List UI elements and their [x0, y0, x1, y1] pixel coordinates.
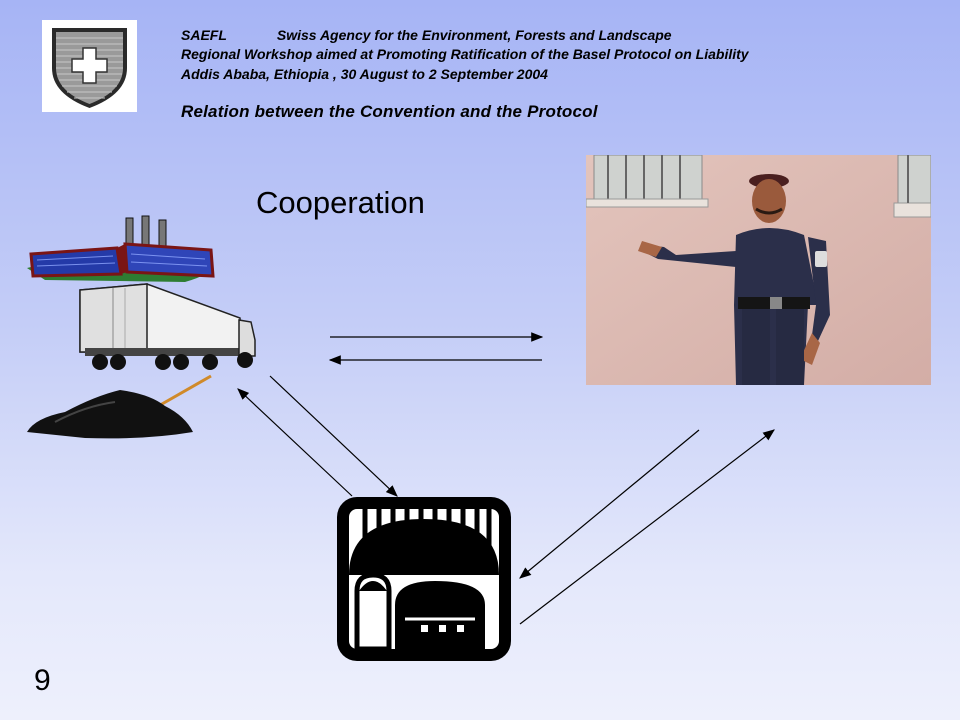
swiss-shield-icon — [52, 28, 127, 108]
institution-building-illustration — [335, 495, 513, 663]
arrow-institution-to-authority — [519, 429, 775, 625]
header-line-org: SAEFL Swiss Agency for the Environment, F… — [181, 27, 672, 43]
factory-truck-waste-icon — [27, 215, 256, 439]
swiss-shield-logo — [42, 20, 137, 112]
police-officer-image — [586, 155, 931, 385]
slide-subtitle: Relation between the Convention and the … — [181, 102, 598, 121]
arrow-industry-to-institution — [269, 375, 398, 497]
arrow-institution-to-industry — [237, 388, 353, 497]
header-line-workshop: Regional Workshop aimed at Promoting Rat… — [181, 46, 749, 62]
arrow-authority-to-institution — [519, 429, 700, 579]
police-officer-photo — [586, 155, 931, 385]
org-abbr: SAEFL — [181, 27, 227, 43]
building-icon — [337, 497, 511, 661]
slide-heading: Cooperation — [256, 185, 425, 220]
factory-truck-waste-illustration — [25, 210, 265, 445]
header-line-location-date: Addis Ababa, Ethiopia , 30 August to 2 S… — [181, 66, 548, 82]
page-number: 9 — [34, 664, 51, 697]
org-name: Swiss Agency for the Environment, Forest… — [276, 27, 672, 43]
